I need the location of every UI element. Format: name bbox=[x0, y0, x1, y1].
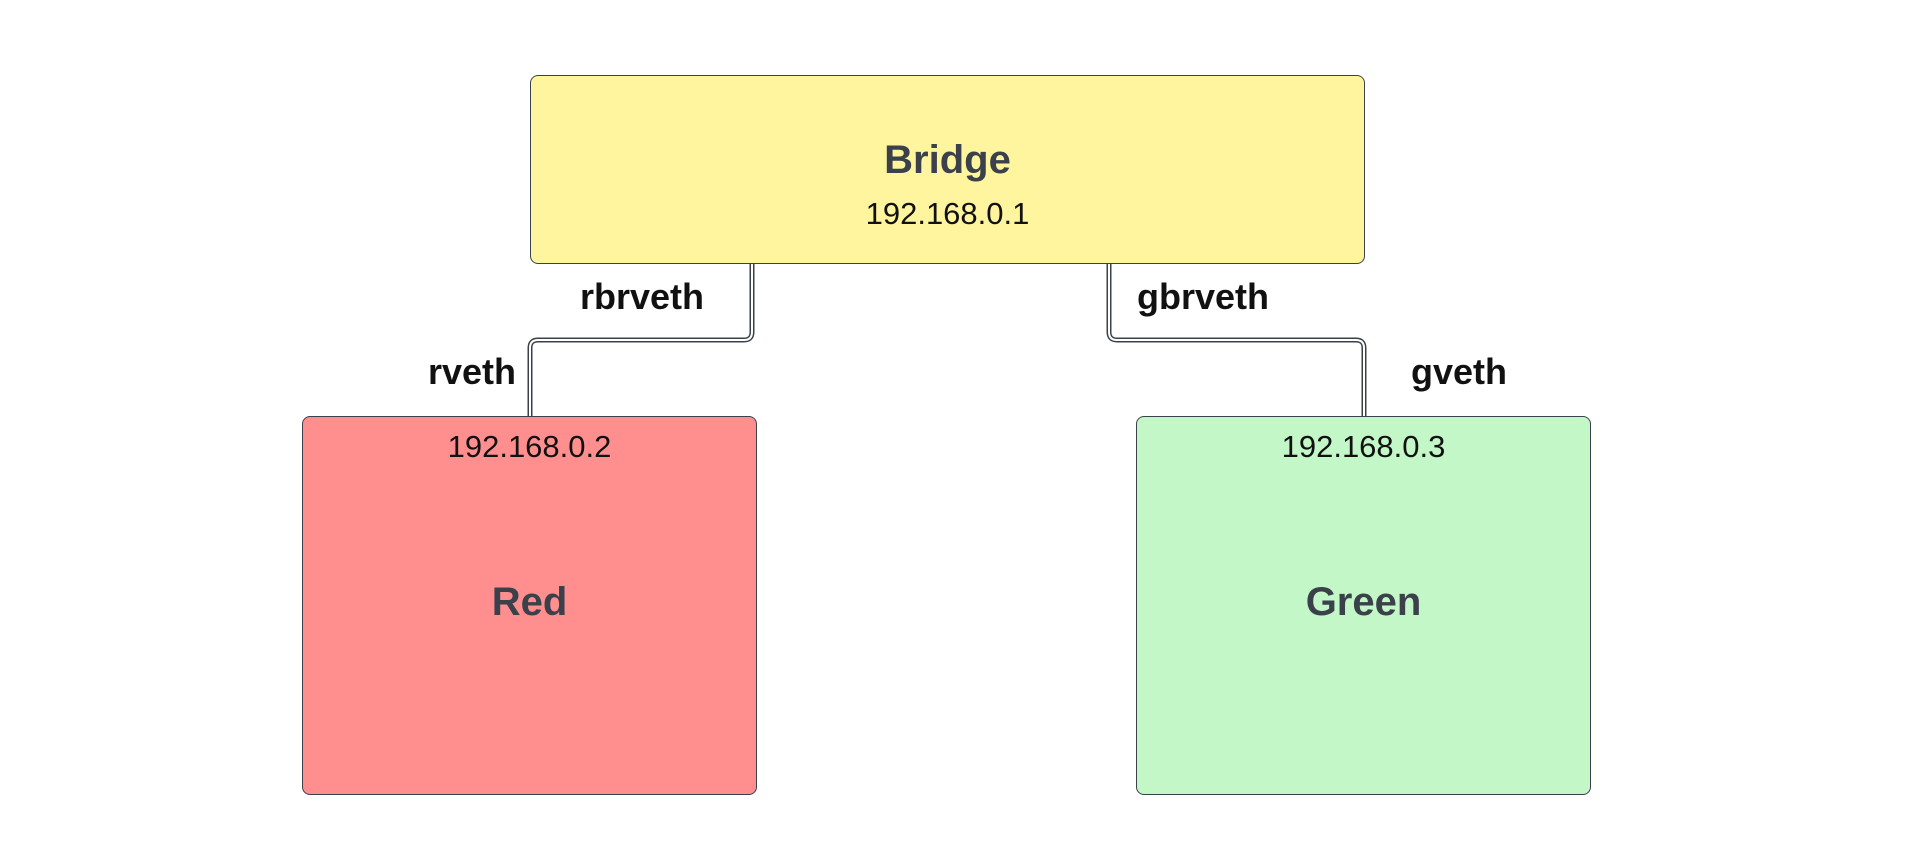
bridge-node: Bridge 192.168.0.1 bbox=[530, 75, 1365, 264]
link-red-bridge bbox=[527, 264, 755, 416]
bridge-title: Bridge bbox=[884, 138, 1011, 182]
link-green-bridge bbox=[1106, 264, 1367, 416]
link-green-inner bbox=[1108, 264, 1365, 416]
rveth-label: rveth bbox=[428, 351, 517, 392]
gbrveth-label: gbrveth bbox=[1137, 276, 1270, 317]
rbrveth-label: rbrveth bbox=[580, 276, 705, 317]
link-red-inner bbox=[529, 264, 753, 416]
red-ip: 192.168.0.2 bbox=[447, 429, 612, 464]
green-ip: 192.168.0.3 bbox=[1281, 429, 1446, 464]
green-node: 192.168.0.3 Green bbox=[1136, 416, 1591, 795]
gveth-label: gveth bbox=[1411, 351, 1508, 392]
red-node: 192.168.0.2 Red bbox=[302, 416, 757, 795]
green-title: Green bbox=[1305, 580, 1422, 624]
red-title: Red bbox=[491, 580, 568, 624]
bridge-ip: 192.168.0.1 bbox=[865, 196, 1030, 231]
